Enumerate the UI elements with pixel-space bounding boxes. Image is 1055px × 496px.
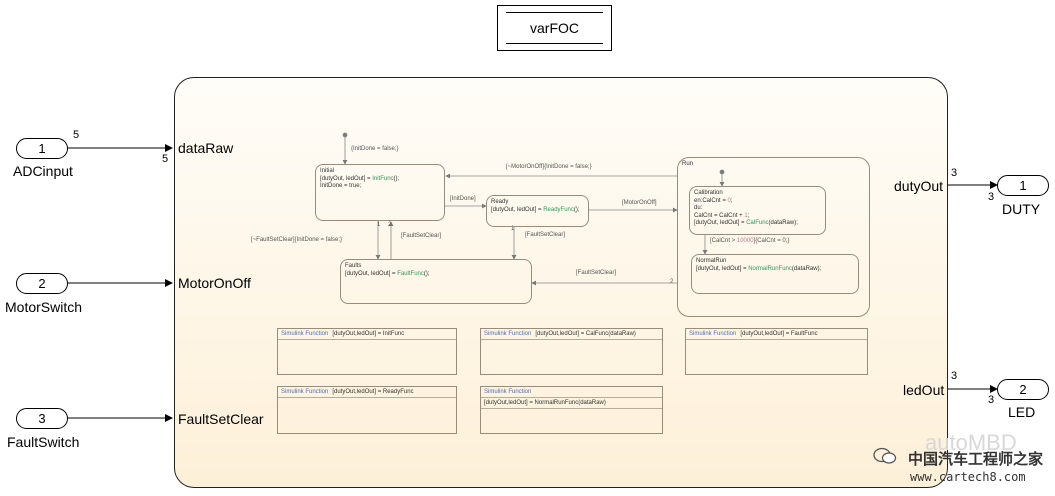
state-action: CalCnt = CalCnt + 1; bbox=[694, 212, 750, 219]
function-header: Simulink Function[dutyOut,ledOut] = Faul… bbox=[686, 329, 867, 340]
state-run[interactable]: Run bbox=[677, 157, 870, 317]
signal-dimension: 3 bbox=[988, 191, 995, 203]
signal-dimension: 5 bbox=[162, 153, 169, 165]
outport-number: 1 bbox=[1019, 178, 1027, 193]
state-initial[interactable]: Initial [dutyOut, ledOut] = InitFunc(); … bbox=[315, 164, 445, 221]
signal-dimension: 3 bbox=[988, 394, 995, 406]
stateflow-chart[interactable] bbox=[174, 77, 948, 488]
simulink-function-normalrunfunc[interactable]: Simulink Function [dutyOut,ledOut] = Nor… bbox=[480, 386, 663, 434]
signal-dimension: 3 bbox=[951, 167, 958, 179]
function-header: Simulink Function[dutyOut,ledOut] = Init… bbox=[278, 329, 456, 340]
state-action: [dutyOut, ledOut] = FaultFunc(); bbox=[345, 270, 430, 277]
transition-label: [InitDone] bbox=[450, 196, 476, 202]
signal-dimension: 5 bbox=[73, 129, 80, 141]
outport-name: DUTY bbox=[1002, 201, 1041, 217]
function-signature: [dutyOut,ledOut] = NormalRunFunc(dataRaw… bbox=[481, 398, 662, 409]
state-name: Run bbox=[682, 161, 694, 167]
chart-input-label: FaultSetClear bbox=[178, 411, 264, 427]
state-action: en:CalCnt = 0; bbox=[694, 197, 733, 204]
transition-label: [MotorOnOff] bbox=[622, 200, 657, 206]
transition-label: [FaultSetClear] bbox=[401, 233, 442, 239]
transition-label: {InitDone = false;} bbox=[351, 146, 399, 152]
state-calibration[interactable]: Calibration en:CalCnt = 0; du: CalCnt = … bbox=[689, 186, 826, 235]
calcnt-post: ]{CalCnt = 0;} bbox=[753, 238, 790, 244]
state-name: NormalRun bbox=[696, 258, 727, 264]
chart-output-label: dutyOut bbox=[894, 178, 944, 194]
inport-2[interactable]: 2 bbox=[16, 273, 68, 294]
state-action: du: bbox=[694, 205, 703, 211]
state-name: Initial bbox=[320, 168, 335, 174]
chart-output-label: ledOut bbox=[903, 382, 945, 398]
simulink-function-calfunc[interactable]: Simulink Function[dutyOut,ledOut] = CalF… bbox=[480, 328, 663, 375]
calcnt-pre: [CalCnt > bbox=[710, 238, 737, 244]
state-action: [dutyOut, ledOut] = ReadyFunc(); bbox=[491, 206, 580, 213]
state-name: Ready bbox=[491, 199, 509, 205]
varfoc-title-block[interactable]: varFOC bbox=[497, 5, 612, 51]
simulink-function-initfunc[interactable]: Simulink Function[dutyOut,ledOut] = Init… bbox=[277, 328, 457, 375]
outport-1[interactable]: 1 bbox=[997, 175, 1049, 196]
transition-order: 1 bbox=[377, 222, 381, 228]
state-normalrun[interactable]: NormalRun [dutyOut, ledOut] = NormalRunF… bbox=[691, 254, 859, 294]
inport-3[interactable]: 3 bbox=[16, 408, 68, 429]
transition-order: 2 bbox=[388, 222, 392, 228]
watermark-url: www.cartech8.com bbox=[910, 470, 1026, 484]
function-header: Simulink Function[dutyOut,ledOut] = Read… bbox=[278, 387, 456, 398]
chart-input-label: dataRaw bbox=[178, 140, 234, 156]
watermark-text: 中国汽车工程师之家 bbox=[908, 451, 1044, 468]
function-header: Simulink Function[dutyOut,ledOut] = CalF… bbox=[481, 329, 662, 340]
inport-name: ADCinput bbox=[13, 163, 73, 179]
simulink-function-faultfunc[interactable]: Simulink Function[dutyOut,ledOut] = Faul… bbox=[685, 328, 868, 375]
block-title: varFOC bbox=[506, 12, 603, 44]
state-name: Calibration bbox=[694, 190, 723, 196]
state-faults[interactable]: Faults [dutyOut, ledOut] = FaultFunc(); bbox=[340, 259, 532, 304]
calcnt-value: 10000 bbox=[736, 238, 754, 244]
state-action: [dutyOut, ledOut] = CalFunc(dataRaw); bbox=[694, 220, 798, 226]
transition-label: [FaultSetClear] bbox=[576, 270, 617, 276]
inport-number: 3 bbox=[38, 411, 46, 426]
inport-name: FaultSwitch bbox=[7, 434, 80, 450]
state-name: Faults bbox=[345, 263, 362, 269]
state-action: InitDone = true; bbox=[320, 183, 362, 189]
inport-number: 1 bbox=[38, 141, 46, 156]
inport-number: 2 bbox=[38, 276, 46, 291]
state-action: [dutyOut, ledOut] = InitFunc(); bbox=[320, 175, 400, 182]
function-header: Simulink Function bbox=[481, 387, 662, 398]
transition-label: [CalCnt > 10000]{CalCnt = 0;} bbox=[710, 238, 789, 244]
inport-1[interactable]: 1 bbox=[16, 138, 68, 159]
signal-dimension: 3 bbox=[951, 370, 958, 382]
transition-label: [~MotorOnOff]{InitDone = false;} bbox=[506, 164, 592, 170]
transition-order: 1 bbox=[511, 226, 515, 232]
wechat-logo-icon bbox=[873, 447, 897, 465]
transition-label: [FaultSetClear] bbox=[525, 232, 566, 238]
state-action: [dutyOut, ledOut] = NormalRunFunc(dataRa… bbox=[696, 265, 822, 272]
outport-number: 2 bbox=[1019, 382, 1027, 397]
transition-label: [~FaultSetClear]{InitDone = false;} bbox=[251, 237, 343, 243]
outport-2[interactable]: 2 bbox=[997, 379, 1049, 400]
inport-name: MotorSwitch bbox=[5, 299, 83, 315]
simulink-function-readyfunc[interactable]: Simulink Function[dutyOut,ledOut] = Read… bbox=[277, 386, 457, 434]
state-ready[interactable]: Ready [dutyOut, ledOut] = ReadyFunc(); bbox=[486, 195, 589, 227]
chart-input-label: MotorOnOff bbox=[178, 275, 251, 291]
transition-order: 2 bbox=[670, 279, 674, 285]
outport-name: LED bbox=[1008, 404, 1036, 420]
watermark-overlay: autoMBD bbox=[925, 430, 1017, 455]
